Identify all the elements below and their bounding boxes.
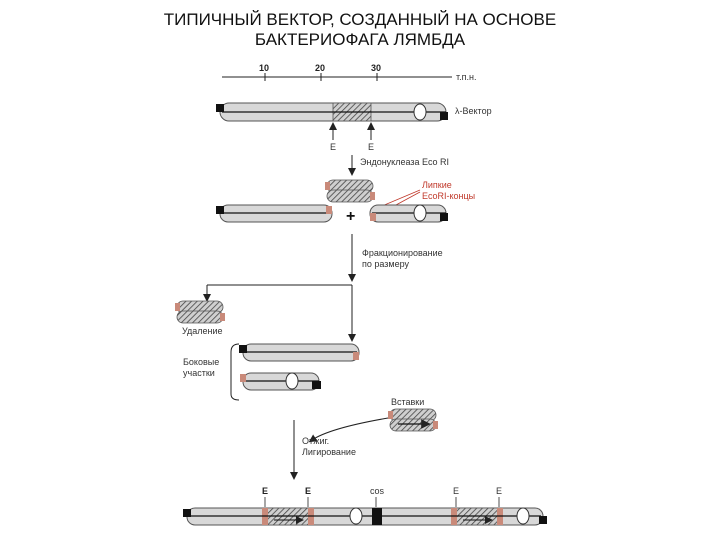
anneal-label-1: Отжиг. xyxy=(302,436,329,446)
ecori-sites: E E xyxy=(329,122,375,152)
endonuclease-label: Эндонуклеаза Eco RI xyxy=(360,157,449,167)
left-arm-digested xyxy=(216,204,333,223)
insert-arrow xyxy=(308,417,389,443)
side-arms-label-2: участки xyxy=(183,368,215,378)
final-e-label-1: E xyxy=(262,486,268,496)
scale-tick-30: 30 xyxy=(371,63,381,73)
title-line-1: ТИПИЧНЫЙ ВЕКТОР, СОЗДАННЫЙ НА ОСНОВЕ xyxy=(163,10,557,29)
right-cos-end xyxy=(440,112,448,120)
scale-unit-label: т.п.н. xyxy=(456,72,476,82)
side-arms-label-1: Боковые xyxy=(183,357,219,367)
ecori-site-label-1: E xyxy=(330,142,336,152)
title-line-2: БАКТЕРИОФАГА ЛЯМБДА xyxy=(254,30,466,49)
plus-sign: + xyxy=(346,208,355,225)
scale-bar: 10 20 30 т.п.н. xyxy=(222,63,476,82)
inserts-label: Вставки xyxy=(391,397,424,407)
scale-tick-20: 20 xyxy=(315,63,325,73)
left-arm-purified xyxy=(239,343,360,362)
removal-label: Удаление xyxy=(182,326,223,336)
marker-oval xyxy=(413,103,427,121)
anneal-label-2: Лигирование xyxy=(302,447,356,457)
side-arms-bracket xyxy=(230,343,240,401)
stuffer-fragment xyxy=(325,179,375,203)
fractionation-label-2: по размеру xyxy=(362,259,410,269)
final-e-label-3: E xyxy=(453,486,459,496)
left-cos-end xyxy=(216,104,224,112)
final-e-label-4: E xyxy=(496,486,502,496)
sticky-ends-label-1: Липкие xyxy=(422,180,452,190)
recombinant-concatemer xyxy=(183,507,547,526)
lambda-vector-label: λ-Вектор xyxy=(455,106,492,116)
right-arm-purified xyxy=(240,372,321,391)
cos-label: cos xyxy=(370,486,385,496)
final-e-label-2: E xyxy=(305,486,311,496)
insert-fragment xyxy=(388,408,438,432)
removed-stuffer xyxy=(175,300,225,324)
fractionation-label-1: Фракционирование xyxy=(362,248,443,258)
lambda-vector-rod: λ-Вектор xyxy=(216,102,492,122)
ecori-site-label-2: E xyxy=(368,142,374,152)
final-site-labels: E E cos E E xyxy=(262,486,502,507)
right-arm-digested xyxy=(369,204,448,223)
diagram-title: ТИПИЧНЫЙ ВЕКТОР, СОЗДАННЫЙ НА ОСНОВЕ БАК… xyxy=(0,10,720,50)
sticky-ends-label-2: EcoRI-концы xyxy=(422,191,475,201)
scale-tick-10: 10 xyxy=(259,63,269,73)
cos-site-block xyxy=(372,508,382,525)
